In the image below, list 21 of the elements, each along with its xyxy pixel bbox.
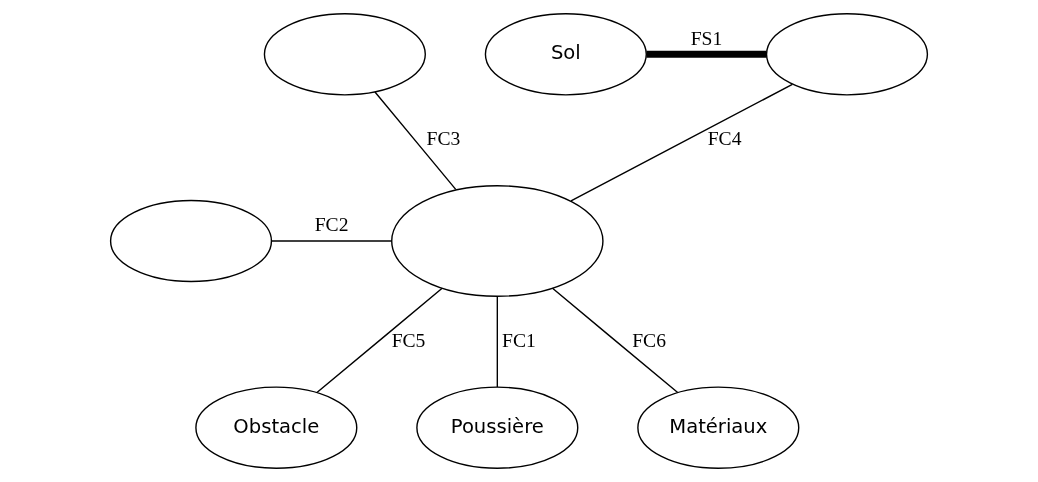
edge-label: FC2 (314, 214, 349, 236)
connector (374, 91, 457, 191)
connector (316, 287, 443, 394)
connector (270, 240, 393, 242)
edge-label: FC4 (707, 128, 742, 150)
edge-label: FC1 (502, 329, 536, 351)
node-ellipse (765, 13, 929, 96)
edge-label: FS1 (690, 27, 723, 49)
node-ellipse (391, 185, 604, 297)
node-ellipse: Obstacle (195, 386, 358, 469)
node-ellipse: Poussière (416, 386, 579, 469)
edge-label: FC6 (632, 329, 666, 351)
node-ellipse: Sol (484, 13, 647, 96)
node-ellipse (109, 199, 273, 283)
node-ellipse (263, 13, 426, 96)
connector (570, 83, 794, 202)
connector (496, 295, 498, 388)
node-ellipse: Matériaux (637, 386, 800, 469)
connector (551, 287, 679, 394)
edge-label: FC3 (426, 128, 461, 150)
edge-label: FC5 (391, 329, 426, 351)
